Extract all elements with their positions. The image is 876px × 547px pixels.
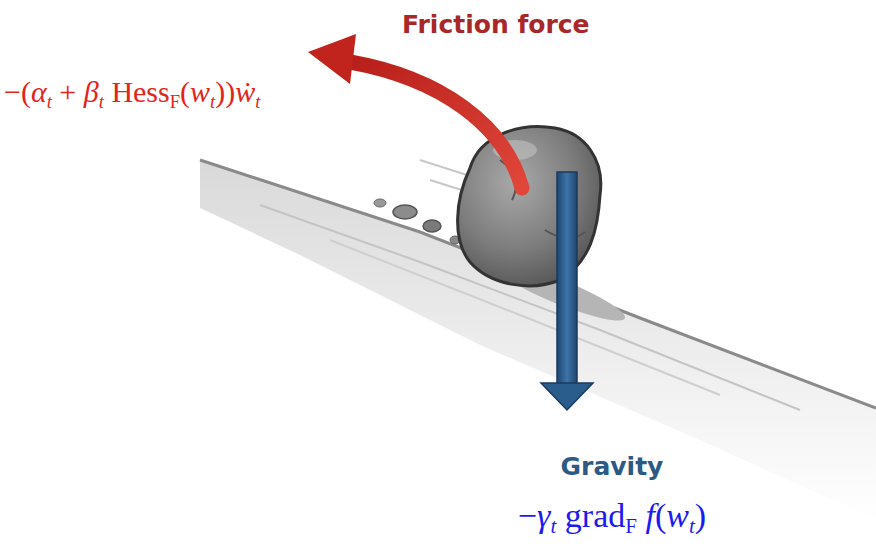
formula-term: f xyxy=(637,497,655,534)
formula-term: w xyxy=(666,497,689,534)
force-title: Gravity xyxy=(561,452,664,482)
formula-term: Hess xyxy=(104,75,170,108)
gravity-arrowhead xyxy=(541,383,593,410)
friction-arrow xyxy=(350,62,522,188)
pebble xyxy=(393,205,417,219)
formula-term: − xyxy=(518,497,537,534)
force-title: Friction force xyxy=(402,10,590,40)
formula-term: ( xyxy=(180,75,190,108)
formula-term: −( xyxy=(4,75,31,108)
pebble xyxy=(374,199,386,207)
formula-term: t xyxy=(47,91,52,112)
formula-term: + xyxy=(52,75,84,108)
formula-term: β xyxy=(84,75,99,108)
motion-line xyxy=(420,160,470,176)
formula-term: α xyxy=(31,75,47,108)
formula-term: F xyxy=(170,91,180,112)
formula-term: ( xyxy=(655,497,666,534)
gravity-formula: −γt gradF f(wt) xyxy=(518,496,706,540)
formula-term: ẇ xyxy=(235,75,255,108)
formula-term: t xyxy=(255,91,260,112)
formula-term: )) xyxy=(215,75,235,108)
friction-formula: −(αt + βt HessF(wt))ẇt xyxy=(4,74,260,113)
formula-term: ) xyxy=(695,497,706,534)
formula-term: t xyxy=(210,91,215,112)
rock xyxy=(458,127,601,286)
formula-term: t xyxy=(550,514,556,538)
formula-term: w xyxy=(190,75,210,108)
gravity-arrow xyxy=(557,172,577,384)
formula-term: F xyxy=(625,514,637,538)
formula-term: γ xyxy=(537,497,550,534)
formula-term: t xyxy=(99,91,104,112)
pebble xyxy=(423,220,441,232)
formula-term: t xyxy=(689,514,695,538)
friction-arrowhead xyxy=(308,34,356,84)
formula-term: grad xyxy=(556,497,625,534)
